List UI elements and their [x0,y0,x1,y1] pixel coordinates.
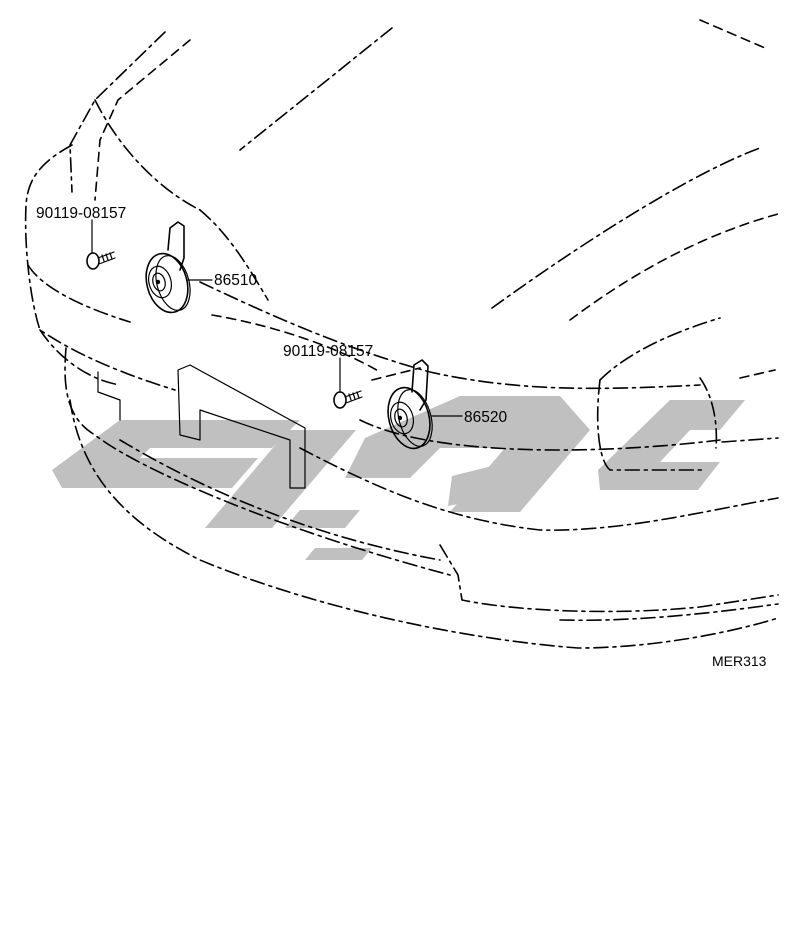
watermark-logo [52,396,745,560]
part-label-86520: 86520 [464,409,507,426]
leader-lines [91,219,463,417]
bolt-lower [333,390,363,409]
vehicle-body-outline [24,19,779,649]
part-label-90119-08157-upper: 90119-08157 [36,205,126,222]
figure-code: MER313 [712,653,767,669]
bolt-upper [86,251,116,270]
horn-86520 [387,359,433,450]
part-label-86510: 86510 [214,272,257,289]
part-label-90119-08157-lower: 90119-08157 [283,343,373,360]
horn-86510 [145,221,191,314]
